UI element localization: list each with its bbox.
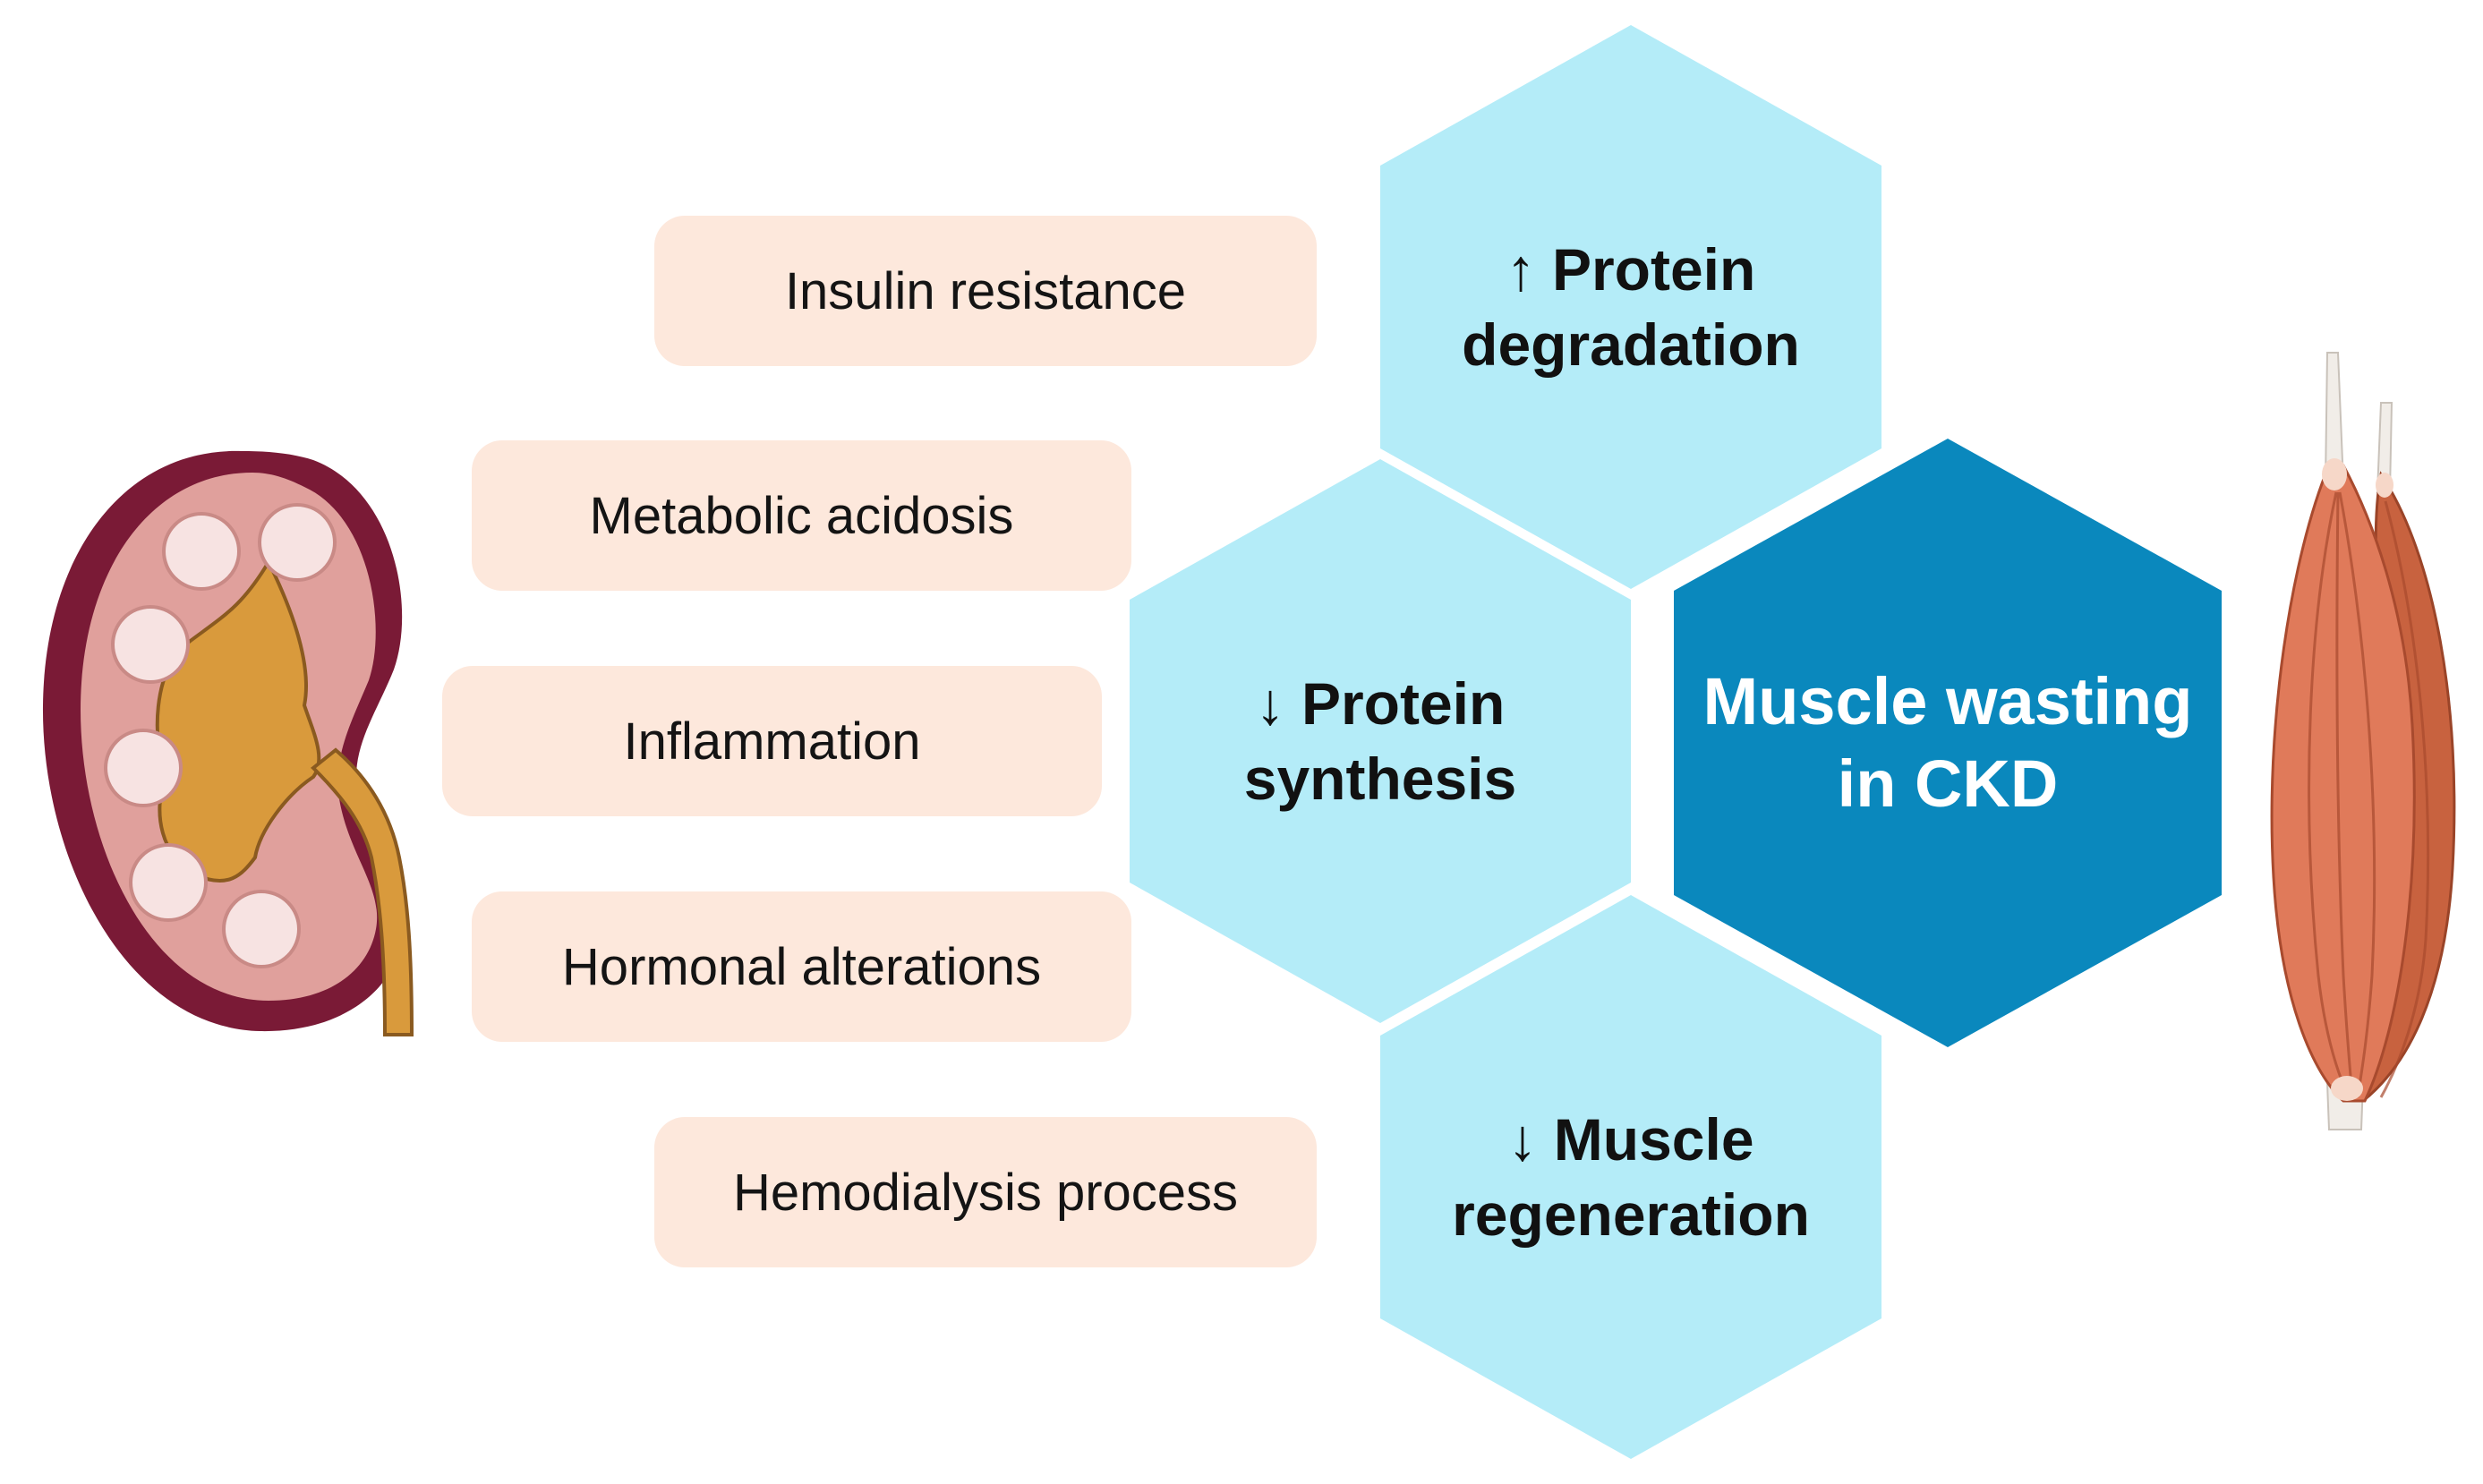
hexagon-protein-synthesis: ↓ Protein synthesis [1130,459,1631,1023]
hexagon-protein-degradation: ↑ Protein degradation [1380,25,1881,589]
protein-synthesis-label: ↓ Protein synthesis [1244,666,1516,816]
hexagon-muscle-wasting-ckd: Muscle wasting in CKD [1674,439,2222,1047]
degradation-line-2: degradation [1462,311,1800,378]
regeneration-line-2: regeneration [1452,1181,1810,1248]
degradation-line-1: ↑ Protein [1506,236,1756,303]
synthesis-line-1: ↓ Protein [1255,670,1506,737]
hexagon-muscle-regeneration: ↓ Muscle regeneration [1380,895,1881,1459]
factor-insulin-resistance: Insulin resistance [654,216,1317,366]
muscle-regeneration-label: ↓ Muscle regeneration [1452,1102,1810,1252]
regeneration-line-1: ↓ Muscle [1507,1106,1754,1173]
protein-degradation-label: ↑ Protein degradation [1462,232,1800,382]
kidney-illustration [42,450,414,1036]
outcome-line-2: in CKD [1837,746,2059,821]
muscle-illustration [2270,352,2456,1130]
synthesis-line-2: synthesis [1243,746,1517,812]
muscle-wasting-label: Muscle wasting in CKD [1703,661,2193,825]
factor-inflammation: Inflammation [442,666,1102,816]
outcome-line-1: Muscle wasting [1702,664,2193,738]
factor-hemodialysis-process: Hemodialysis process [654,1117,1317,1267]
factor-metabolic-acidosis: Metabolic acidosis [472,440,1131,591]
factor-hormonal-alterations: Hormonal alterations [472,891,1131,1042]
